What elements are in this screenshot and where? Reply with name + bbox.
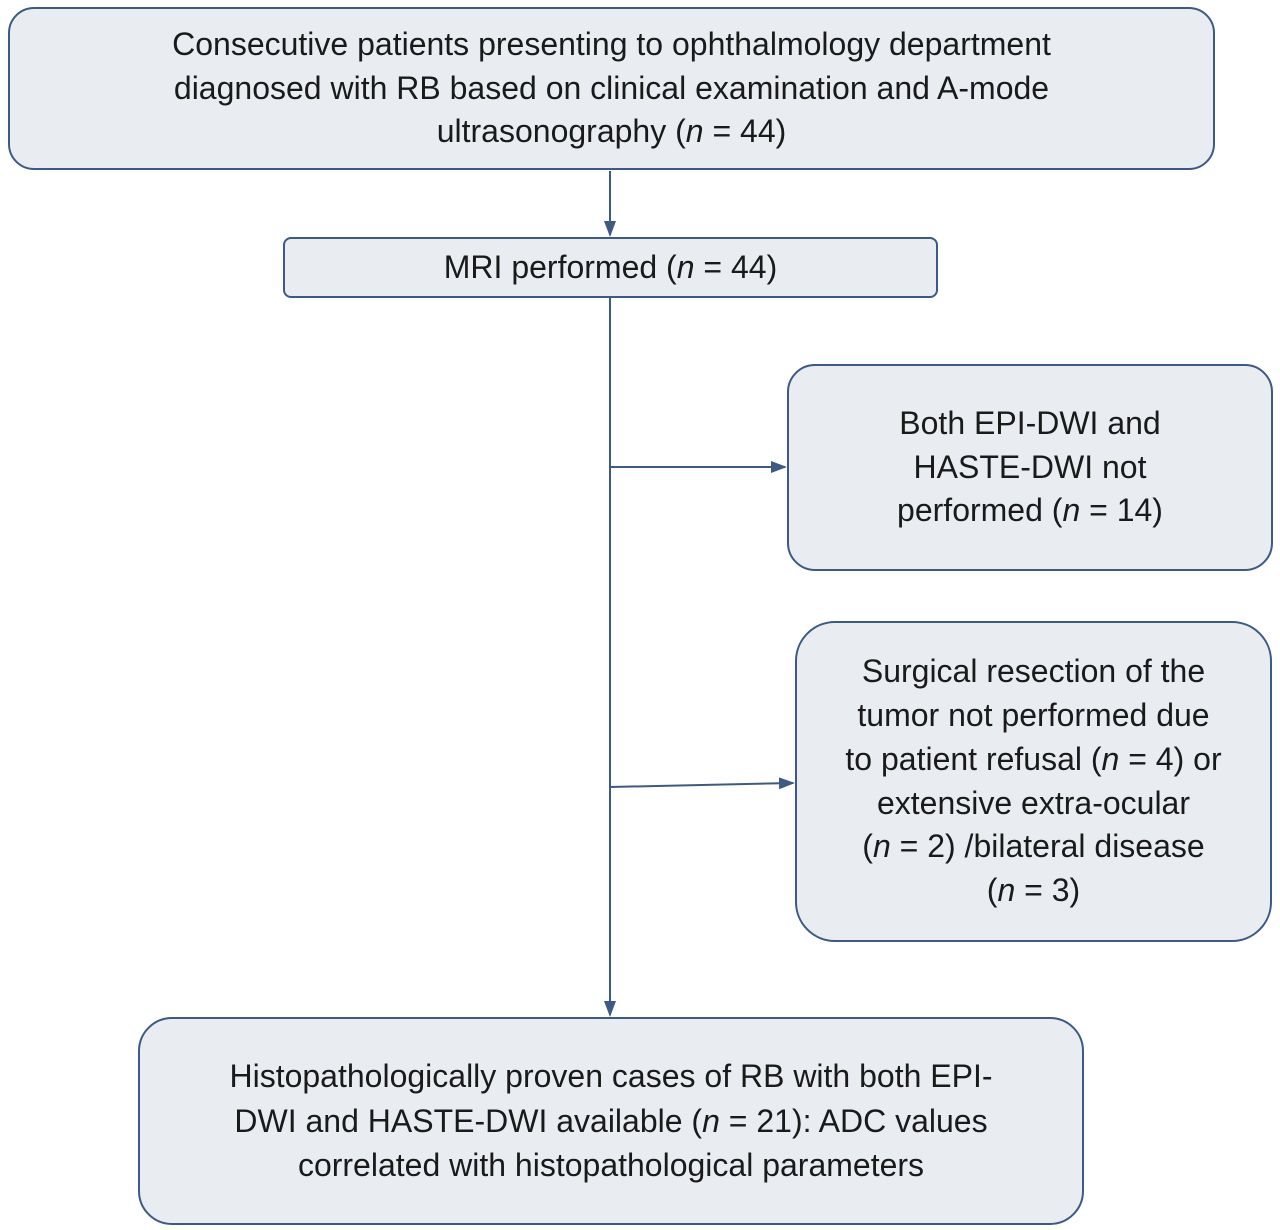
text-line: performed (n = 14) (897, 492, 1163, 529)
text-line: MRI performed (n = 44) (443, 248, 778, 285)
text-line: HASTE-DWI not (913, 448, 1147, 485)
text-line: Histopathologically proven cases of RB w… (229, 1057, 993, 1094)
text-line: Surgical resection of the (861, 653, 1206, 690)
n-symbol: n (1062, 492, 1081, 529)
n-symbol: n (1101, 740, 1120, 777)
text-line: (n = 2) /bilateral disease (862, 828, 1205, 865)
n-symbol: n (676, 248, 695, 285)
arrow-to-exclusion-surgery (609, 777, 795, 790)
text-line: tumor not performed due (857, 696, 1210, 733)
n-symbol: n (702, 1102, 720, 1139)
text-line: (n = 3) (986, 872, 1081, 909)
text-line: to patient refusal (n = 4) or (845, 740, 1222, 777)
screening-text: Consecutive patients presenting to ophth… (172, 23, 1051, 154)
n-symbol: n (685, 113, 704, 150)
mri-text: MRI performed (n = 44) (444, 246, 777, 290)
text-line: Consecutive patients presenting to ophth… (172, 25, 1051, 62)
mri-box: MRI performed (n = 44) (283, 237, 938, 298)
text-line: Both EPI-DWI and (899, 404, 1161, 441)
final-cohort-box: Histopathologically proven cases of RB w… (138, 1017, 1084, 1225)
text-line: DWI and HASTE-DWI available (n = 21): AD… (234, 1102, 988, 1139)
exclusion-surgery-text: Surgical resection of the tumor not perfo… (845, 650, 1221, 913)
text-line: correlated with histopathological parame… (297, 1147, 925, 1184)
n-symbol: n (872, 828, 891, 865)
text-line: ultrasonography (n = 44) (436, 113, 787, 150)
exclusion-surgery-box: Surgical resection of the tumor not perfo… (795, 621, 1272, 942)
screening-box: Consecutive patients presenting to ophth… (8, 7, 1215, 170)
text-line: extensive extra-ocular (876, 784, 1190, 821)
text-line: diagnosed with RB based on clinical exam… (173, 69, 1050, 106)
n-symbol: n (997, 872, 1016, 909)
final-cohort-text: Histopathologically proven cases of RB w… (229, 1054, 992, 1188)
